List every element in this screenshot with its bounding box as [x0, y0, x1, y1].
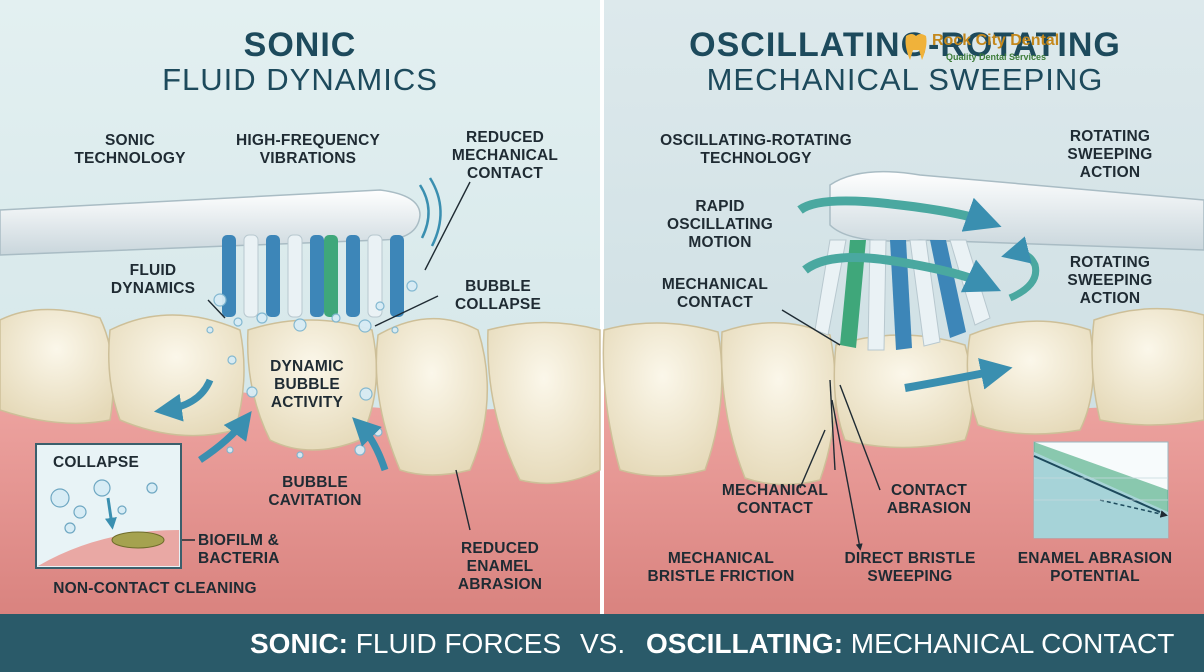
footer-left-rest: FLUID FORCES [356, 628, 561, 659]
footer-banner: SONIC: FLUID FORCES VS. OSCILLATING: MEC… [0, 614, 1204, 672]
right-tooth-1 [603, 323, 722, 476]
footer-right: OSCILLATING: MECHANICAL CONTACT [646, 628, 1174, 660]
sonic-title: SONIC [200, 26, 400, 65]
sonic-subtitle: FLUID DYNAMICS [120, 62, 480, 98]
oscillating-subtitle: MECHANICAL SWEEPING [660, 62, 1150, 98]
right-tooth-3 [834, 335, 972, 448]
footer-right-bold: OSCILLATING: [646, 628, 843, 659]
left-tooth-2 [109, 315, 244, 436]
brand-logo: Rock City Dental Quality Dental Services [902, 32, 1078, 64]
label-inset-collapse: COLLAPSE [46, 454, 146, 472]
left-tooth-4 [376, 319, 487, 475]
logo-name: Rock City Dental [932, 32, 1059, 50]
right-tooth-5 [1092, 309, 1204, 425]
right-tooth-4 [967, 321, 1093, 434]
abrasion-chart [1034, 442, 1168, 538]
footer-left-bold: SONIC: [250, 628, 348, 659]
label-non-contact: NON-CONTACT CLEANING [20, 580, 290, 598]
right-tooth-2 [721, 323, 835, 485]
logo-tagline: Quality Dental Services [946, 52, 1046, 62]
label-biofilm: BIOFILM &BACTERIA [198, 532, 308, 568]
footer-right-rest: MECHANICAL CONTACT [851, 628, 1175, 659]
left-tooth-1 [0, 309, 113, 423]
footer-left: SONIC: FLUID FORCES [250, 628, 561, 660]
footer-vs: VS. [580, 628, 625, 660]
panel-divider [600, 0, 604, 614]
